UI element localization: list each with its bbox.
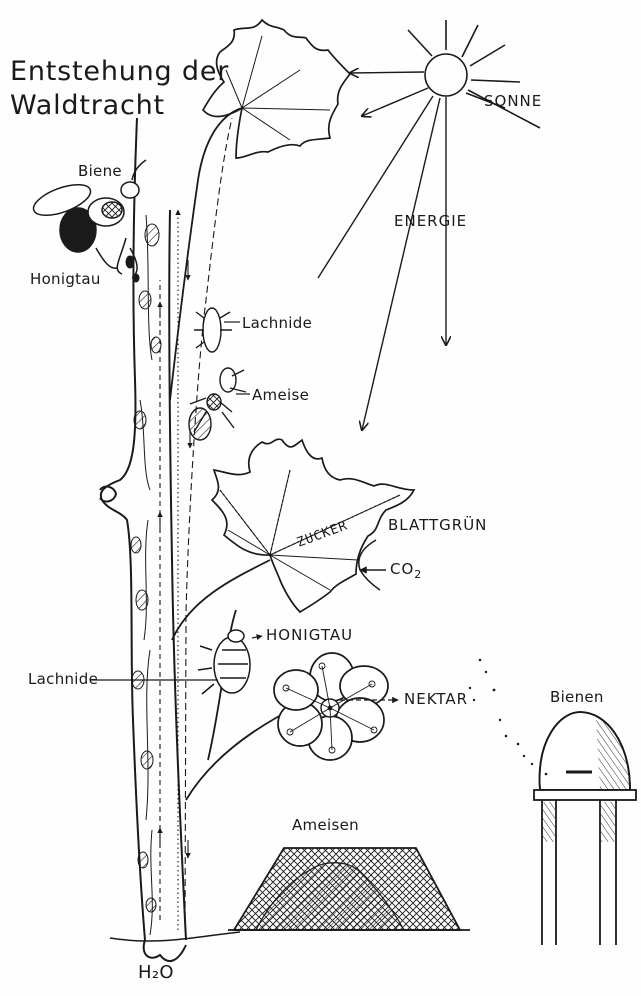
label-co2-subscript: 2 (414, 568, 422, 581)
label-ameise: Ameise (252, 388, 309, 403)
top-leaf (203, 20, 350, 158)
lachnide-lower (198, 630, 250, 694)
label-lachnide-upper: Lachnide (242, 316, 312, 331)
title-line-2: Waldtracht (10, 92, 165, 119)
co2-arrow (359, 540, 386, 590)
label-honigtau-lower: HONIGTAU (266, 628, 353, 643)
ant (189, 368, 246, 440)
label-nektar: NEKTAR (404, 692, 468, 707)
anthill (228, 848, 470, 930)
label-ameisen: Ameisen (292, 818, 359, 833)
ray-to-top-leaf (350, 72, 424, 73)
flying-bees (469, 659, 548, 776)
energy-rays (318, 72, 446, 430)
lachnide-upper (194, 308, 232, 352)
title-line-1: Entstehung der (10, 58, 229, 85)
label-sonne: SONNE (484, 94, 542, 109)
label-lachnide-lower: Lachnide (28, 672, 98, 687)
flower (274, 653, 388, 760)
label-co2-base: CO (390, 560, 414, 578)
honigtau-lower-arrow (252, 636, 262, 638)
label-co2: CO2 (390, 562, 422, 580)
maple-leaf (212, 439, 414, 612)
tree-trunk (100, 118, 186, 961)
beehive (534, 712, 636, 945)
label-energie: ENERGIE (394, 214, 467, 229)
ray-to-leaf-2 (362, 88, 428, 116)
ground-line (110, 932, 240, 941)
label-bienen: Bienen (550, 690, 604, 705)
label-biene: Biene (78, 164, 122, 179)
label-honigtau-top: Honigtau (30, 272, 101, 287)
ray-to-lachnide (318, 96, 433, 278)
sun (408, 20, 540, 128)
label-h2o: H₂O (138, 964, 174, 982)
label-blattgruen: BLATTGRÜN (388, 518, 487, 533)
